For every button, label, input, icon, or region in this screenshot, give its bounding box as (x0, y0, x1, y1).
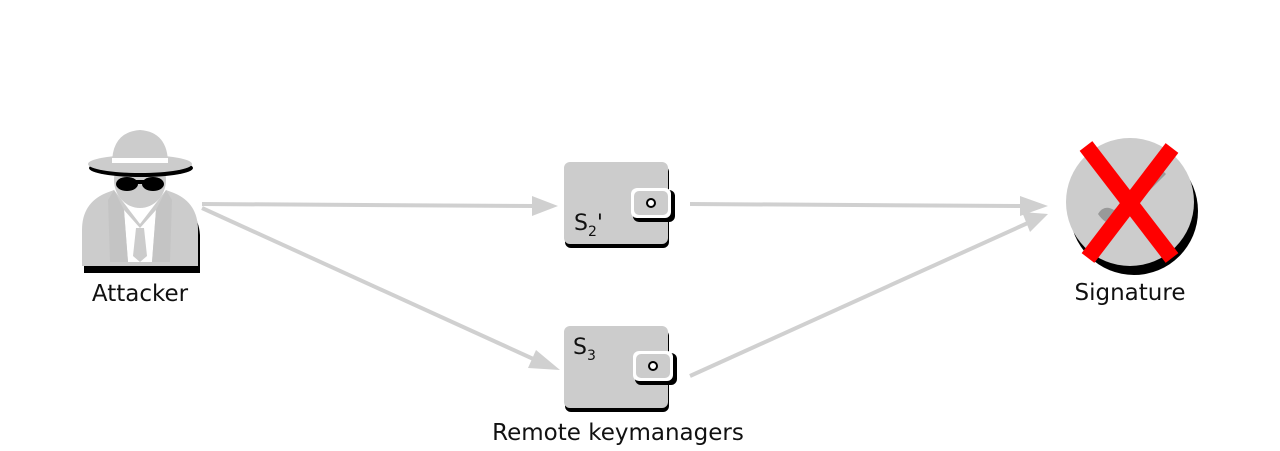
wallet-icon (564, 326, 677, 412)
spy-icon (82, 130, 200, 273)
wallet-s2-key-name: S (574, 211, 588, 236)
wallet-s3-key-name: S (573, 335, 587, 360)
attacker-node: Attacker (82, 130, 200, 307)
arrow-attacker-to-s2 (201, 196, 558, 216)
wallet-group-label: Remote keymanagers (492, 420, 744, 446)
wallet-s3-key-sub: 3 (587, 348, 596, 364)
arrow-attacker-to-s3 (201, 206, 560, 370)
signature-node: Signature (1066, 138, 1198, 306)
wallet-s2-key-prime: ' (597, 211, 603, 236)
wallet-s2-key: S2' (574, 211, 603, 240)
wallet-s2-node: S2' (564, 162, 675, 248)
invalid-cross-icon (1079, 141, 1179, 263)
arrows (201, 196, 1048, 378)
arrow-s3-to-signature (689, 212, 1048, 378)
signature-label: Signature (1075, 280, 1186, 306)
arrow-s2-to-signature (689, 196, 1048, 216)
wallet-s3-key: S3 (573, 335, 596, 364)
attacker-label: Attacker (92, 281, 189, 307)
wallet-icon (564, 162, 675, 248)
wallet-s3-node: S3 Remote keymanagers (492, 326, 744, 446)
wallet-s2-key-sub: 2 (588, 224, 597, 240)
